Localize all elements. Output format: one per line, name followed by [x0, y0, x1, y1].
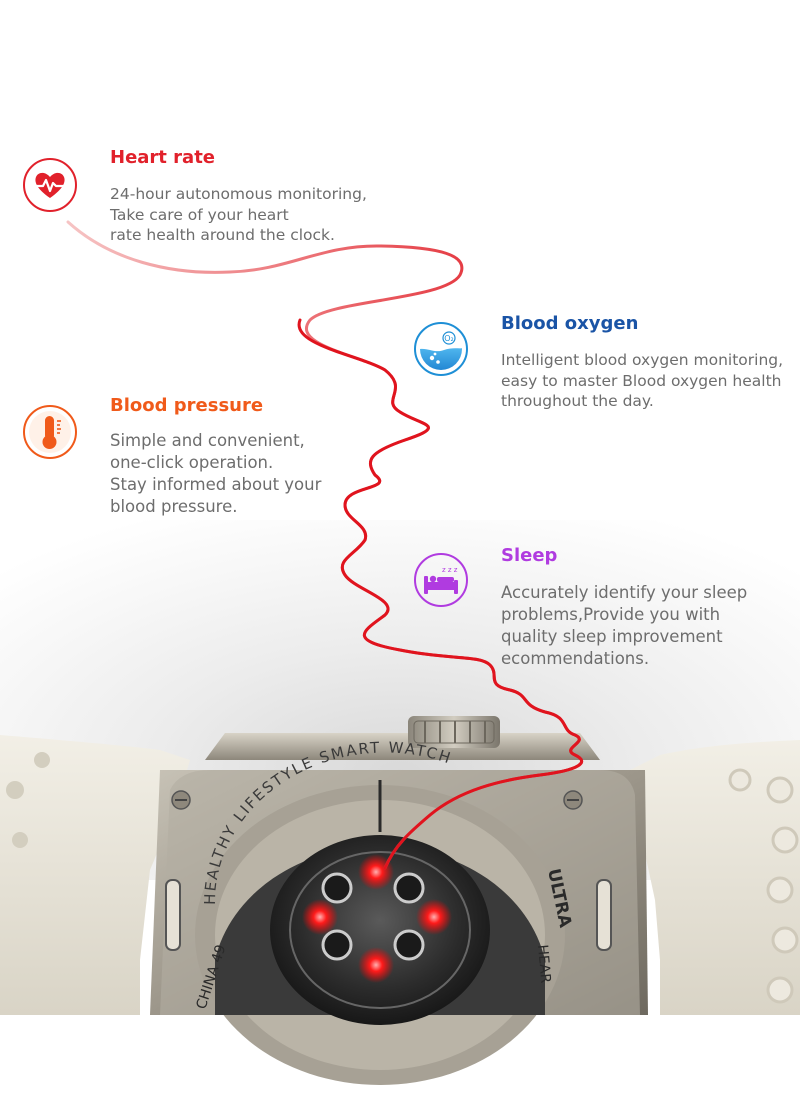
blood-oxygen-line: easy to master Blood oxygen health — [501, 371, 782, 390]
blood-pressure-line: blood pressure. — [110, 497, 238, 516]
sleep-description: Accurately identify your sleep problems,… — [501, 582, 747, 670]
watch-crown — [408, 716, 500, 748]
band-release-right — [596, 879, 612, 951]
blood-oxygen-line: throughout the day. — [501, 392, 654, 410]
watch-case-top — [205, 733, 600, 760]
sleep-line: problems,Provide you with — [501, 605, 721, 624]
sleeping-bed-icon: z z z — [414, 553, 468, 607]
blood-pressure-title: Blood pressure — [110, 395, 264, 416]
blood-pressure-line: Simple and convenient, — [110, 431, 305, 450]
heart-rate-line: 24-hour autonomous monitoring, — [110, 185, 367, 203]
sleep-line: Accurately identify your sleep — [501, 583, 748, 602]
blood-oxygen-description: Intelligent blood oxygen monitoring, eas… — [501, 350, 783, 412]
svg-text:O₂: O₂ — [444, 334, 454, 343]
optical-sensors — [302, 854, 452, 983]
blood-oxygen-title: Blood oxygen — [501, 313, 639, 334]
oxygen-drop-icon: O₂ — [414, 322, 468, 376]
blood-pressure-description: Simple and convenient, one-click operati… — [110, 430, 321, 518]
svg-text:z z z: z z z — [442, 566, 458, 574]
case-screws — [171, 790, 583, 810]
engraving-model-suffix: HEAR — [534, 944, 553, 984]
watch-band-right — [630, 740, 800, 1015]
blood-oxygen-line: Intelligent blood oxygen monitoring, — [501, 351, 784, 369]
heart-pulse-icon — [23, 158, 77, 212]
sleep-line: quality sleep improvement — [501, 627, 723, 646]
heart-rate-line: rate health around the clock. — [110, 226, 335, 244]
band-release-left — [165, 879, 181, 951]
blood-pressure-line: one-click operation. — [110, 453, 274, 472]
blood-pressure-line: Stay informed about your — [110, 475, 322, 494]
thermometer-icon — [23, 405, 77, 459]
heart-rate-title: Heart rate — [110, 147, 216, 168]
heart-rate-description: 24-hour autonomous monitoring, Take care… — [110, 184, 367, 246]
watch-band-left — [0, 735, 190, 1015]
heart-rate-line: Take care of your heart — [110, 205, 289, 224]
sleep-title: Sleep — [501, 545, 558, 566]
sleep-line: ecommendations. — [501, 649, 650, 668]
